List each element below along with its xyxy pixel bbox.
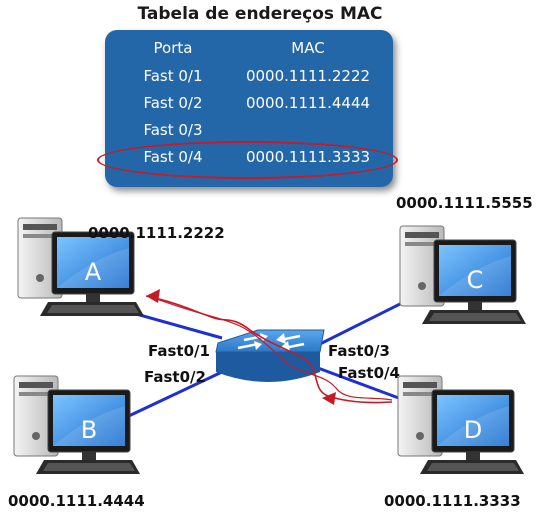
- host-a-mac: 0000.1111.2222: [88, 224, 225, 242]
- row-port: Fast 0/2: [143, 94, 203, 112]
- port-label-c: Fast0/3: [328, 342, 390, 360]
- row-port: Fast 0/1: [143, 67, 203, 85]
- link-switch-c: [317, 300, 405, 347]
- switch-icon: [215, 329, 325, 382]
- host-letter: C: [467, 266, 484, 294]
- port-label-d: Fast0/4: [338, 364, 400, 382]
- computer-c: C: [399, 225, 527, 325]
- port-label-a: Fast0/1: [148, 342, 210, 360]
- frame-path-arrow: [147, 295, 393, 401]
- host-letter: A: [85, 258, 102, 286]
- port-label-b: Fast0/2: [144, 368, 206, 386]
- link-switch-d: [317, 366, 405, 402]
- computer-d: D: [397, 375, 525, 475]
- link-b-switch: [115, 370, 223, 424]
- host-letter: B: [81, 416, 97, 444]
- row-mac: 0000.1111.2222: [245, 67, 371, 85]
- row-port: Fast 0/3: [143, 121, 203, 139]
- header-mac: MAC: [291, 39, 325, 57]
- row-mac: 0000.1111.4444: [245, 94, 371, 112]
- highlight-oval: [97, 141, 398, 179]
- computer-a: A: [17, 217, 145, 317]
- host-d-mac: 0000.1111.3333: [384, 492, 521, 510]
- host-b-mac: 0000.1111.4444: [8, 492, 145, 510]
- header-port: Porta: [153, 39, 193, 57]
- computer-b: B: [13, 375, 141, 475]
- host-letter: D: [464, 416, 482, 444]
- table-title: Tabela de endereços MAC: [137, 4, 383, 24]
- arrowhead-icon: [322, 392, 336, 405]
- arrowhead-icon: [146, 289, 160, 303]
- host-c-mac: 0000.1111.5555: [396, 194, 533, 212]
